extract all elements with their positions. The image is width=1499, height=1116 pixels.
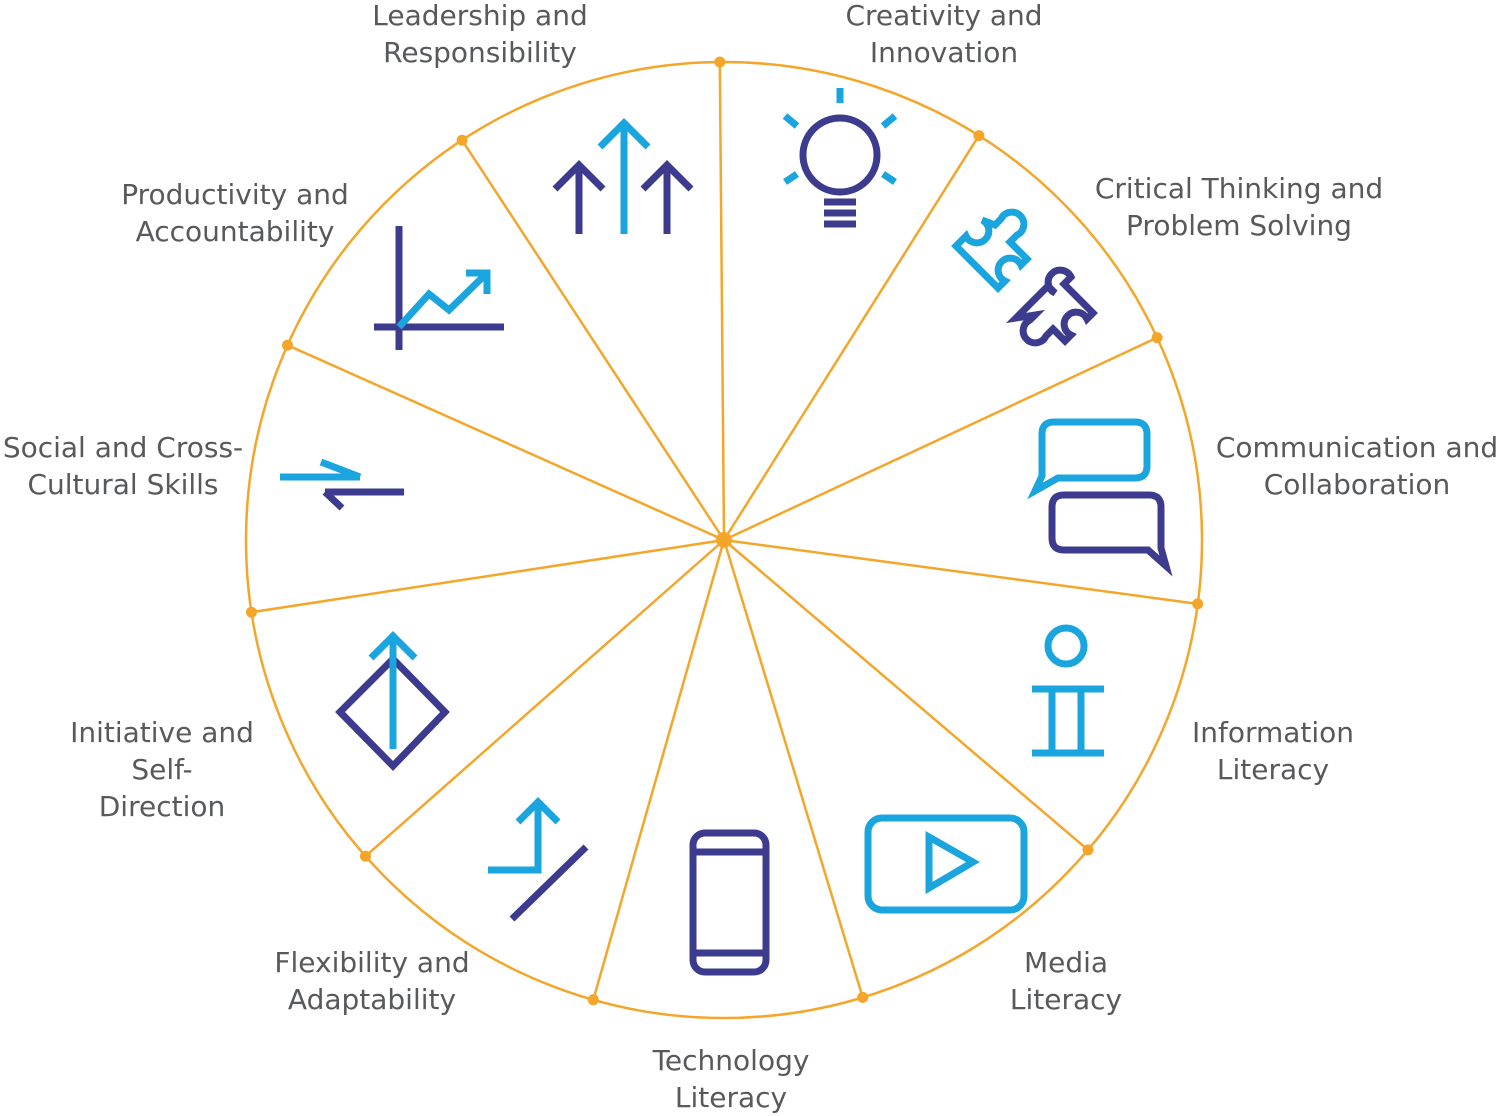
wheel-node [1151, 332, 1163, 344]
wheel-node [360, 850, 371, 862]
label-critical-thinking-and-problem-solving: Critical Thinking and Problem Solving [1094, 172, 1384, 242]
exchange-arrows-icon [280, 458, 404, 511]
wheel-spoke [286, 344, 725, 542]
arrows-up-icon [552, 118, 694, 234]
wheel-node [857, 991, 869, 1003]
wheel-spoke [592, 539, 726, 1001]
wheel-node [246, 606, 257, 618]
label-initiative-and-self-direction: Initiative and Self- Direction [70, 716, 254, 823]
label-media-literacy: Media Literacy [1009, 946, 1123, 1016]
label-information-literacy: Information Literacy [1191, 716, 1355, 786]
wheel-node [973, 130, 985, 142]
label-leadership-and-responsibility: Leadership and Responsibility [372, 0, 588, 69]
wheel-spokes [246, 56, 1204, 1006]
wheel-spoke [723, 539, 1089, 851]
wheel-spoke [722, 539, 864, 998]
wheel-hub [716, 532, 732, 548]
wheel-spoke [251, 538, 725, 614]
label-flexibility-and-adaptability: Flexibility and Adaptability [274, 946, 470, 1016]
smartphone-icon [689, 829, 770, 976]
chat-bubbles-icon [1027, 418, 1173, 577]
play-icon [864, 814, 1028, 914]
label-productivity-and-accountability: Productivity and Accountability [121, 178, 349, 248]
label-creativity-and-innovation: Creativity and Innovation [845, 0, 1043, 69]
wheel-node [456, 134, 468, 146]
wheel-spoke [722, 134, 980, 541]
label-communication-and-collaboration: Communication and Collaboration [1215, 431, 1499, 501]
wheel-spoke [364, 539, 725, 858]
wheel-spoke [723, 538, 1198, 606]
wheel-spoke [723, 336, 1158, 542]
wheel-node [1192, 598, 1204, 610]
info-icon [1032, 624, 1104, 757]
flex-arrow-icon [488, 797, 589, 922]
wheel-spoke [461, 139, 726, 541]
wheel-node [587, 994, 599, 1006]
wheel-node [282, 339, 293, 351]
label-social-and-cross-cultural-skills: Social and Cross- Cultural Skills [2, 431, 244, 501]
wheel-node [1082, 844, 1094, 856]
diamond-arrow-icon [335, 631, 450, 772]
lightbulb-icon [782, 88, 898, 228]
growth-chart-icon [374, 226, 504, 350]
wheel-spoke [718, 61, 726, 541]
puzzle-icon [951, 208, 1098, 347]
label-technology-literacy: Technology Literacy [652, 1044, 810, 1114]
wheel-node [714, 56, 726, 68]
